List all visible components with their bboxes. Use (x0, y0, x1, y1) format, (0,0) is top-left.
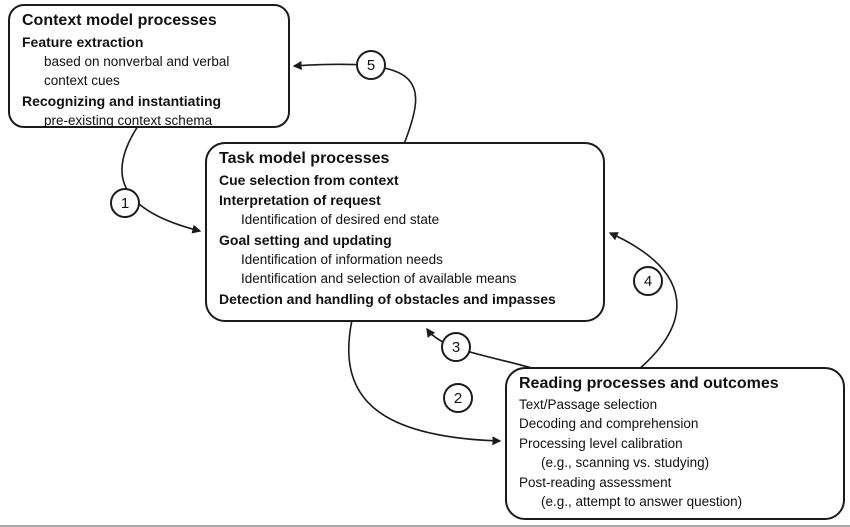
context-line-preexisting-schema: pre-existing context schema (44, 112, 213, 128)
context-line-recognizing: Recognizing and instantiating (22, 92, 222, 109)
task-line-desired-end-state: Identification of desired end state (241, 212, 440, 228)
context-line-nonverbal-verbal: based on nonverbal and verbal (44, 53, 230, 69)
task-line-available-means: Identification and selection of availabl… (241, 271, 517, 287)
arrow-label-2: 2 (443, 383, 473, 413)
arrow-2-task-to-reading (347, 319, 502, 446)
task-model-box: Task model processes Cue selection from … (205, 142, 605, 322)
reading-line-scanning-studying: (e.g., scanning vs. studying) (541, 455, 710, 471)
arrow-5-task-to-context (292, 61, 417, 145)
reading-line-post-reading: Post-reading assessment (519, 474, 672, 490)
task-line-cue-selection: Cue selection from context (219, 171, 399, 188)
arrow-label-3: 3 (441, 332, 471, 362)
reading-line-text-passage: Text/Passage selection (519, 396, 658, 412)
arrow-label-1: 1 (110, 188, 140, 218)
arrow-label-5: 5 (356, 50, 386, 80)
reading-line-decoding: Decoding and comprehension (519, 416, 699, 432)
arrow-4-reading-to-task (608, 232, 678, 371)
reading-line-answer-question: (e.g., attempt to answer question) (541, 493, 743, 509)
task-line-goal-setting: Goal setting and updating (219, 231, 392, 248)
reading-processes-box: Reading processes and outcomes Text/Pass… (505, 367, 845, 520)
arrow-1-context-to-task (121, 125, 202, 234)
context-model-title: Context model processes (22, 12, 217, 29)
arrow-label-4: 4 (633, 266, 663, 296)
task-line-obstacles-impasses: Detection and handling of obstacles and … (219, 290, 556, 307)
context-line-feature-extraction: Feature extraction (22, 33, 144, 50)
context-model-box: Context model processes Feature extracti… (8, 4, 290, 128)
task-line-interpretation: Interpretation of request (219, 191, 381, 208)
task-model-title: Task model processes (219, 150, 390, 167)
context-line-context-cues: context cues (44, 73, 120, 89)
reading-processes-title: Reading processes and outcomes (519, 375, 779, 392)
task-line-information-needs: Identification of information needs (241, 251, 443, 267)
reading-line-processing-level: Processing level calibration (519, 435, 683, 451)
